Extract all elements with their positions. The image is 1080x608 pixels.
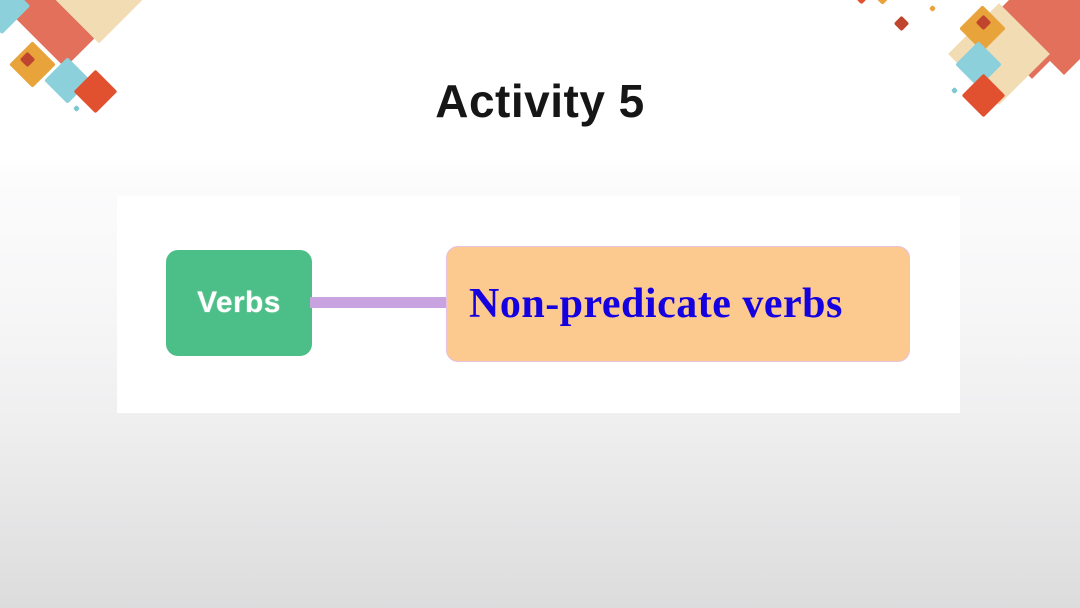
diagram-node-verbs[interactable]: Verbs (166, 250, 312, 356)
mind-map-diagram: Verbs Non-predicate verbs (117, 196, 960, 413)
diagram-node-verbs-label: Verbs (197, 286, 281, 319)
diagram-connector-verbs-to-nonpredicate (310, 297, 566, 308)
diagram-node-non-predicate-verbs[interactable]: Non-predicate verbs (446, 246, 910, 362)
content-card: Verbs Non-predicate verbs (117, 196, 960, 413)
page-title: Activity 5 (435, 75, 645, 127)
diagram-node-non-predicate-verbs-label: Non-predicate verbs (469, 281, 843, 327)
